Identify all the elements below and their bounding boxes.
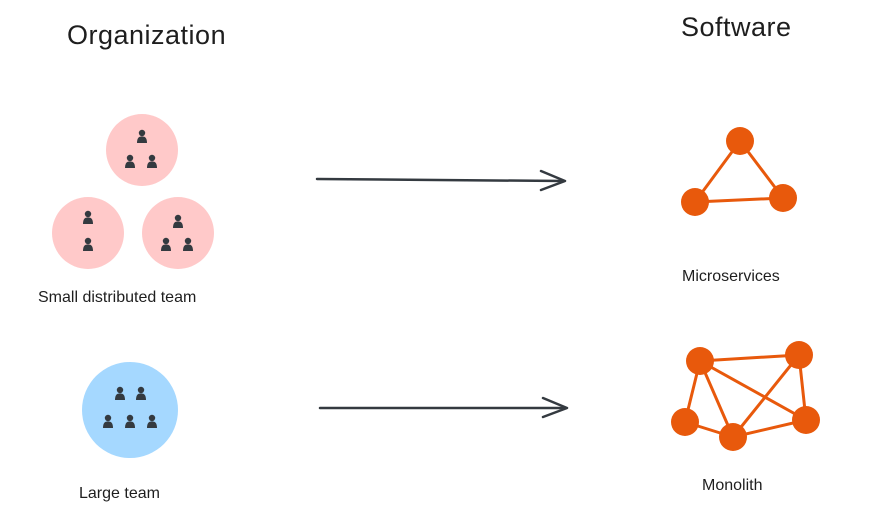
small-team-circle-right bbox=[142, 197, 214, 269]
module-node bbox=[785, 341, 813, 369]
person-icon bbox=[103, 414, 113, 428]
organization-heading: Organization bbox=[67, 20, 227, 50]
service-node bbox=[681, 188, 709, 216]
service-node bbox=[769, 184, 797, 212]
small-team-group bbox=[52, 114, 214, 269]
edge bbox=[693, 196, 785, 204]
large-team-label: Large team bbox=[79, 485, 160, 502]
person-icon bbox=[115, 386, 125, 400]
monolith-graph bbox=[671, 341, 820, 451]
microservices-label: Microservices bbox=[682, 268, 780, 285]
person-icon bbox=[125, 154, 135, 168]
module-node bbox=[792, 406, 820, 434]
arrow-bottom bbox=[318, 396, 569, 419]
edge bbox=[698, 359, 808, 422]
large-team-group bbox=[82, 362, 178, 458]
large-team-circle bbox=[82, 362, 178, 458]
module-node bbox=[719, 423, 747, 451]
microservices-graph bbox=[681, 127, 797, 216]
person-icon bbox=[83, 237, 93, 251]
person-icon bbox=[147, 414, 157, 428]
person-icon bbox=[183, 237, 193, 251]
module-node bbox=[671, 408, 699, 436]
person-icon bbox=[161, 237, 171, 251]
person-icon bbox=[173, 214, 183, 228]
person-icon bbox=[83, 210, 93, 224]
person-icon bbox=[147, 154, 157, 168]
person-icon bbox=[125, 414, 135, 428]
small-team-circle-left bbox=[52, 197, 124, 269]
small-team-label: Small distributed team bbox=[38, 289, 197, 306]
person-icon bbox=[137, 129, 147, 143]
monolith-label: Monolith bbox=[702, 477, 763, 494]
arrow-top bbox=[315, 169, 567, 192]
service-node bbox=[726, 127, 754, 155]
software-heading: Software bbox=[681, 12, 792, 42]
small-team-circle-top bbox=[106, 114, 178, 186]
edge bbox=[731, 353, 801, 439]
edge bbox=[698, 353, 801, 363]
person-icon bbox=[136, 386, 146, 400]
module-node bbox=[686, 347, 714, 375]
